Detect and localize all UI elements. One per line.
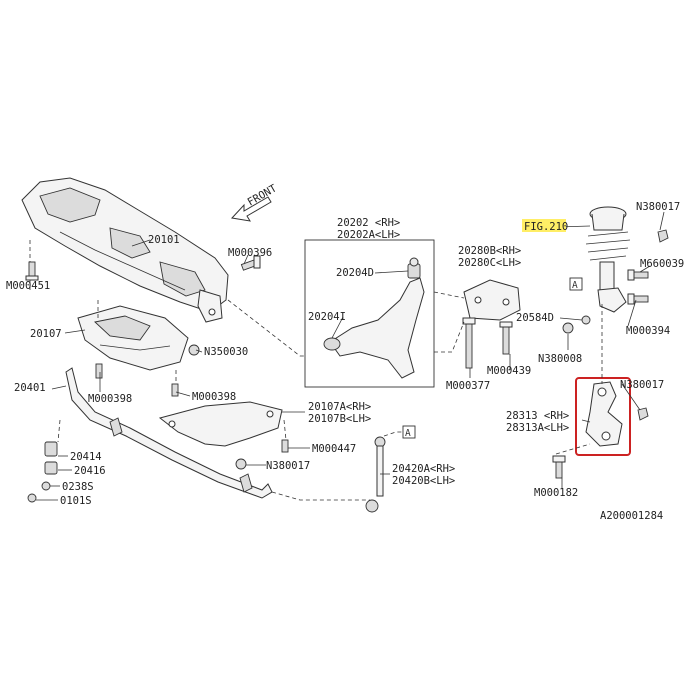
- bolt-m000451: [25, 261, 39, 281]
- nut-n380017-mid: [637, 407, 649, 421]
- label-20584d: 20584D: [516, 312, 554, 324]
- label-20107: 20107: [30, 328, 62, 340]
- label-20280b-rh: 20280B<RH>: [458, 245, 521, 257]
- bolt-m000394: [627, 293, 649, 305]
- bolt-m000439: [499, 321, 513, 355]
- label-n380017-top: N380017: [636, 201, 680, 213]
- doc-code: A200001284: [600, 510, 663, 522]
- nut-part: [41, 481, 51, 491]
- bolt-m000398a: [95, 363, 103, 379]
- label-m000447: M000447: [312, 443, 356, 455]
- label-20280c-lh: 20280C<LH>: [458, 257, 521, 269]
- marker-a-lower-label: A: [405, 428, 411, 439]
- label-0101s: 0101S: [60, 495, 92, 507]
- subframe-part: [21, 177, 229, 323]
- stabilizer-link-part: [365, 436, 386, 513]
- label-n380008: N380008: [538, 353, 582, 365]
- bracket-20280b-part: [463, 279, 521, 321]
- label-n380017-bottom: N380017: [266, 460, 310, 472]
- control-arm-part: [323, 257, 425, 379]
- marker-a-upper-label: A: [572, 280, 578, 291]
- nut-n380017-top: [657, 229, 669, 243]
- label-m000439: M000439: [487, 365, 531, 377]
- stabilizer-bar-part: [65, 367, 273, 499]
- label-0238s: 0238S: [62, 481, 94, 493]
- nut-n380017-bottom: [235, 458, 247, 470]
- label-20416: 20416: [74, 465, 106, 477]
- label-28313-rh: 28313 <RH>: [506, 410, 569, 422]
- fig-reference-highlight: [522, 219, 566, 232]
- label-m000182: M000182: [534, 487, 578, 499]
- lower-plate-part: [158, 401, 283, 447]
- label-20420a-rh: 20420A<RH>: [392, 463, 455, 475]
- label-m000396: M000396: [228, 247, 272, 259]
- label-m000451: M000451: [6, 280, 50, 292]
- label-20202-rh: 20202 <RH>: [337, 217, 400, 229]
- label-m000394: M000394: [626, 325, 670, 337]
- under-cover-part: [77, 305, 189, 371]
- label-20202a-lh: 20202A<LH>: [337, 229, 400, 241]
- label-20204i: 20204I: [308, 311, 346, 323]
- bolt-m000398b: [171, 383, 179, 397]
- bolt-part: [27, 493, 37, 503]
- bolt-m000182: [552, 455, 566, 479]
- nut-n350030: [188, 344, 200, 356]
- label-n380017-mid: N380017: [620, 379, 664, 391]
- label-n350030: N350030: [204, 346, 248, 358]
- knuckle-callout-box: [575, 377, 631, 456]
- marker-a-lower: [402, 425, 416, 439]
- label-m000377: M000377: [446, 380, 490, 392]
- bolt-m660039: [627, 269, 649, 281]
- label-20414: 20414: [70, 451, 102, 463]
- label-20420b-lh: 20420B<LH>: [392, 475, 455, 487]
- nut-n380008: [562, 322, 574, 334]
- bolt-m000396: [240, 255, 261, 271]
- bolt-m000447: [281, 439, 289, 453]
- label-20401: 20401: [14, 382, 46, 394]
- bushing-part: [44, 441, 58, 457]
- label-20204d: 20204D: [336, 267, 374, 279]
- label-m000398-a: M000398: [88, 393, 132, 405]
- leader-lines: [29, 211, 665, 501]
- knuckle-part: [585, 381, 623, 447]
- label-20107b-lh: 20107B<LH>: [308, 413, 371, 425]
- bolt-m000377: [462, 317, 476, 369]
- washer-20584d: [581, 315, 591, 325]
- label-m000398-b: M000398: [192, 391, 236, 403]
- front-arrow-icon: [231, 196, 272, 222]
- control-arm-box: [304, 239, 435, 388]
- strut-assembly-part: [585, 206, 631, 313]
- label-20101: 20101: [148, 234, 180, 246]
- label-20107a-rh: 20107A<RH>: [308, 401, 371, 413]
- bracket-part: [44, 461, 58, 475]
- label-m660039: M660039: [640, 258, 684, 270]
- marker-a-upper: [569, 277, 583, 291]
- label-28313a-lh: 28313A<LH>: [506, 422, 569, 434]
- fig-reference-link[interactable]: FIG.210: [524, 221, 568, 233]
- assembly-dashed-lines: [29, 240, 603, 501]
